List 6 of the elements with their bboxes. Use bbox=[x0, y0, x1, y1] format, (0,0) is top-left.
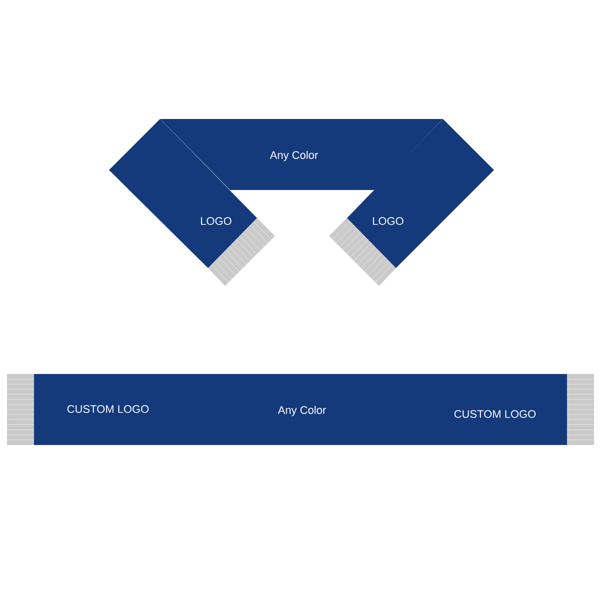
scarf-text: LOGO bbox=[373, 217, 404, 225]
scarf-text: LOGO bbox=[201, 217, 232, 225]
scarf-text: CUSTOM LOGO bbox=[454, 410, 536, 418]
scarf-text: Any Color bbox=[278, 406, 326, 416]
scarf-text: Any Color bbox=[270, 150, 318, 162]
scarf-text: CUSTOM LOGO bbox=[67, 405, 149, 413]
